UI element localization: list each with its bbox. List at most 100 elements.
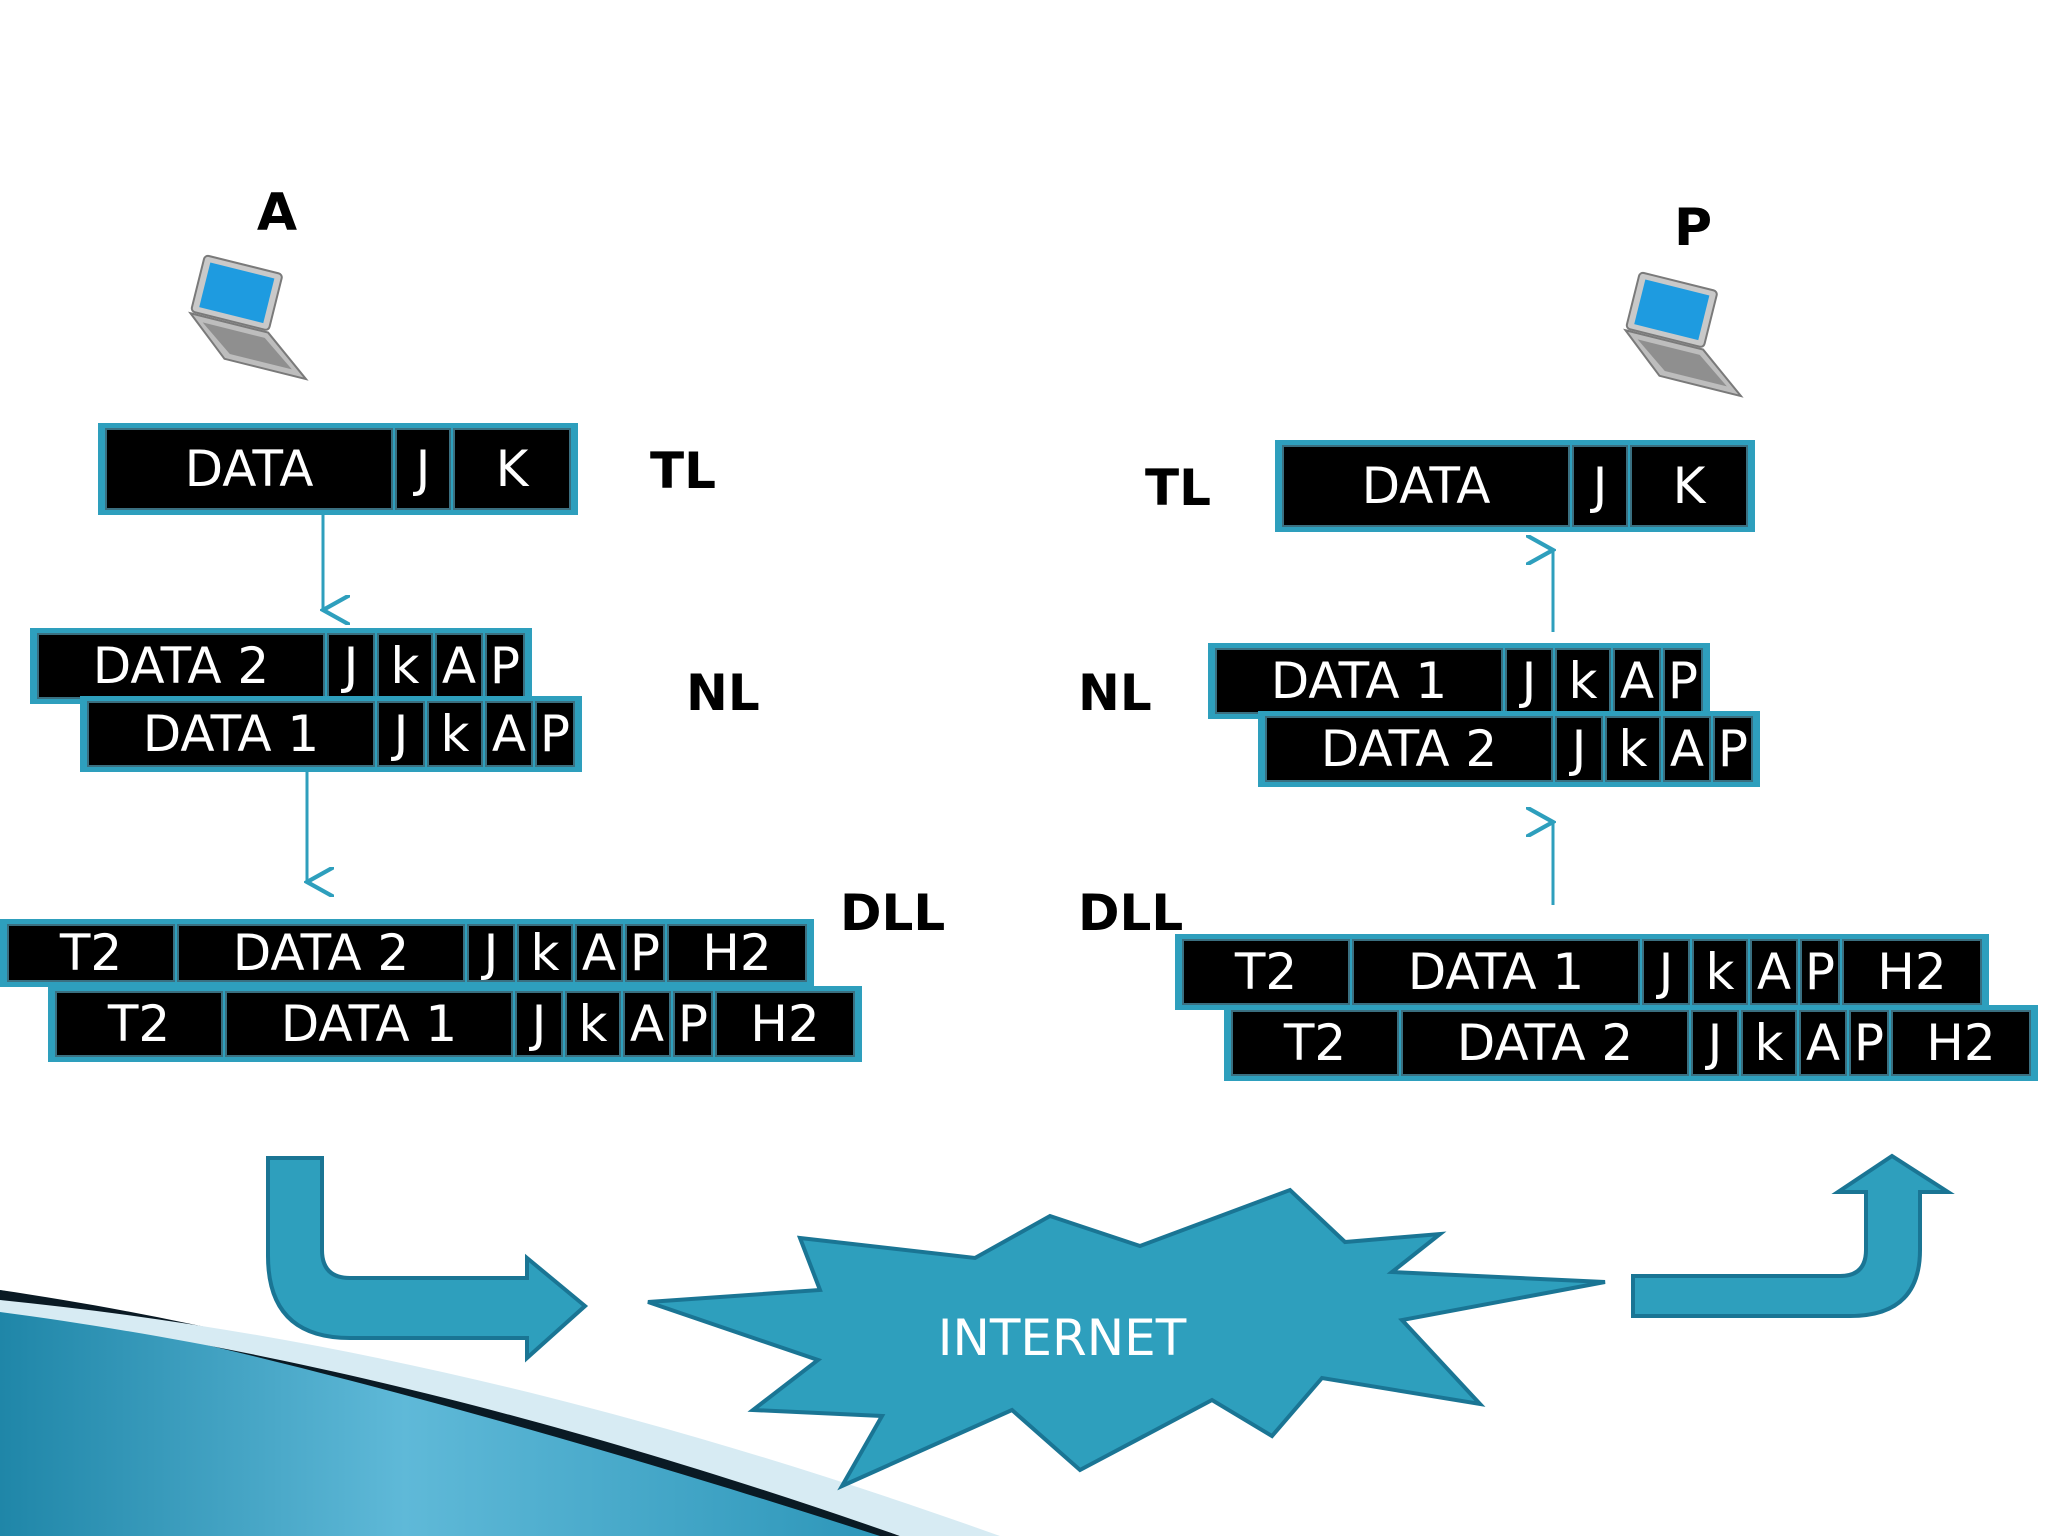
frame-cell bbox=[225, 991, 513, 1057]
frame-cell-label: P bbox=[630, 924, 660, 982]
frame-cell-label: A bbox=[1806, 1014, 1840, 1072]
frame-cell-label: J bbox=[1590, 457, 1608, 515]
frame-cell-label: A bbox=[1757, 943, 1791, 1001]
frame-cell bbox=[1231, 1010, 1399, 1076]
frame-cell bbox=[87, 701, 375, 767]
frame-cell-label: P bbox=[1854, 1014, 1884, 1072]
frame-cell-label: P bbox=[490, 637, 520, 695]
frame-cell bbox=[1282, 445, 1570, 527]
frame-cell-label: k bbox=[441, 705, 470, 763]
frame-cell bbox=[575, 924, 623, 982]
internet-to-receiver-arrow bbox=[1631, 1153, 1955, 1318]
frame-cell-label: J bbox=[1705, 1014, 1723, 1072]
frame-cell-label: T2 bbox=[1234, 943, 1297, 1001]
frame-cell bbox=[485, 633, 525, 699]
frame-cell-label: DATA 1 bbox=[1408, 943, 1585, 1001]
frame-cell-label: A bbox=[630, 995, 664, 1053]
frame-cell bbox=[673, 991, 713, 1057]
frame-cell bbox=[105, 428, 393, 510]
frame-cell-label: P bbox=[1718, 720, 1748, 778]
frame-cell bbox=[1401, 1010, 1689, 1076]
frame-cell bbox=[1750, 939, 1798, 1005]
frame-cell-label: A bbox=[582, 924, 616, 982]
frame-cell-label: H2 bbox=[1877, 943, 1946, 1001]
frame-cell-label: P bbox=[540, 705, 570, 763]
frame-cell bbox=[377, 701, 425, 767]
frame-cell bbox=[1555, 648, 1611, 714]
frame-cell bbox=[1741, 1010, 1797, 1076]
frame-cell-label: k bbox=[391, 637, 420, 695]
frame-cell-label: A bbox=[442, 637, 476, 695]
sender-laptop-icon bbox=[188, 254, 309, 381]
left-nl-label: NL bbox=[686, 664, 760, 722]
frame-cell-label: k bbox=[579, 995, 608, 1053]
frame-cell bbox=[515, 991, 563, 1057]
left-tl-label: TL bbox=[650, 442, 716, 500]
frame-cell-label: DATA bbox=[185, 440, 314, 498]
frame-cell-label: DATA 2 bbox=[1457, 1014, 1634, 1072]
frame-cell bbox=[1605, 716, 1661, 782]
frame-cell-label: J bbox=[341, 637, 359, 695]
frame-cell-label: P bbox=[678, 995, 708, 1053]
frame-cell bbox=[1799, 1010, 1847, 1076]
frame-cell-label: k bbox=[1619, 720, 1648, 778]
frame-cell-label: DATA 2 bbox=[93, 637, 270, 695]
frame-cell-label: K bbox=[496, 440, 530, 498]
frame-cell bbox=[1555, 716, 1603, 782]
frame-cell-label: J bbox=[413, 440, 431, 498]
frame-cell bbox=[565, 991, 621, 1057]
internet-label: INTERNET bbox=[938, 1309, 1187, 1367]
frame-cell bbox=[535, 701, 575, 767]
frame-cell bbox=[1800, 939, 1840, 1005]
frame-cell-label: DATA 1 bbox=[281, 995, 458, 1053]
frame-cell bbox=[485, 701, 533, 767]
receiver-host-label: P bbox=[1674, 198, 1712, 258]
frame-cell bbox=[427, 701, 483, 767]
frame-cell-label: A bbox=[1620, 652, 1654, 710]
right-dll-label: DLL bbox=[1078, 884, 1183, 942]
frame-cell bbox=[1849, 1010, 1889, 1076]
frame-cell-label: H2 bbox=[1926, 1014, 1995, 1072]
frame-cell bbox=[623, 991, 671, 1057]
frame-cell bbox=[1572, 445, 1628, 527]
frame-cell bbox=[37, 633, 325, 699]
frame-cell bbox=[377, 633, 433, 699]
frame-cell bbox=[517, 924, 573, 982]
frame-cell-label: k bbox=[531, 924, 560, 982]
frame-cell bbox=[1692, 939, 1748, 1005]
frame-cell bbox=[1630, 445, 1748, 527]
frame-cell-label: A bbox=[1670, 720, 1704, 778]
right-nl-label: NL bbox=[1078, 664, 1152, 722]
right-tl-label: TL bbox=[1145, 459, 1211, 517]
frame-cell bbox=[177, 924, 465, 982]
frame-cell-label: J bbox=[529, 995, 547, 1053]
frame-cell bbox=[1215, 648, 1503, 714]
frame-left-tl: DATA J K bbox=[98, 423, 578, 515]
frame-cell-label: J bbox=[391, 705, 409, 763]
frame-cell-label: k bbox=[1569, 652, 1598, 710]
frame-cell bbox=[1842, 939, 1982, 1005]
decorative-swoosh bbox=[0, 1290, 1000, 1536]
frame-cell bbox=[7, 924, 175, 982]
frame-cell bbox=[1691, 1010, 1739, 1076]
frame-cell bbox=[667, 924, 807, 982]
frame-cell-label: J bbox=[481, 924, 499, 982]
frame-cell bbox=[467, 924, 515, 982]
frame-cell bbox=[715, 991, 855, 1057]
frame-cell-label: P bbox=[1805, 943, 1835, 1001]
frame-cell-label: T2 bbox=[59, 924, 122, 982]
left-dll-label: DLL bbox=[840, 884, 945, 942]
frame-cell-label: J bbox=[1569, 720, 1587, 778]
frame-cell-label: T2 bbox=[1283, 1014, 1346, 1072]
frame-cell bbox=[1663, 648, 1703, 714]
frame-cell bbox=[625, 924, 665, 982]
frame-cell bbox=[1352, 939, 1640, 1005]
frame-cell bbox=[1713, 716, 1753, 782]
